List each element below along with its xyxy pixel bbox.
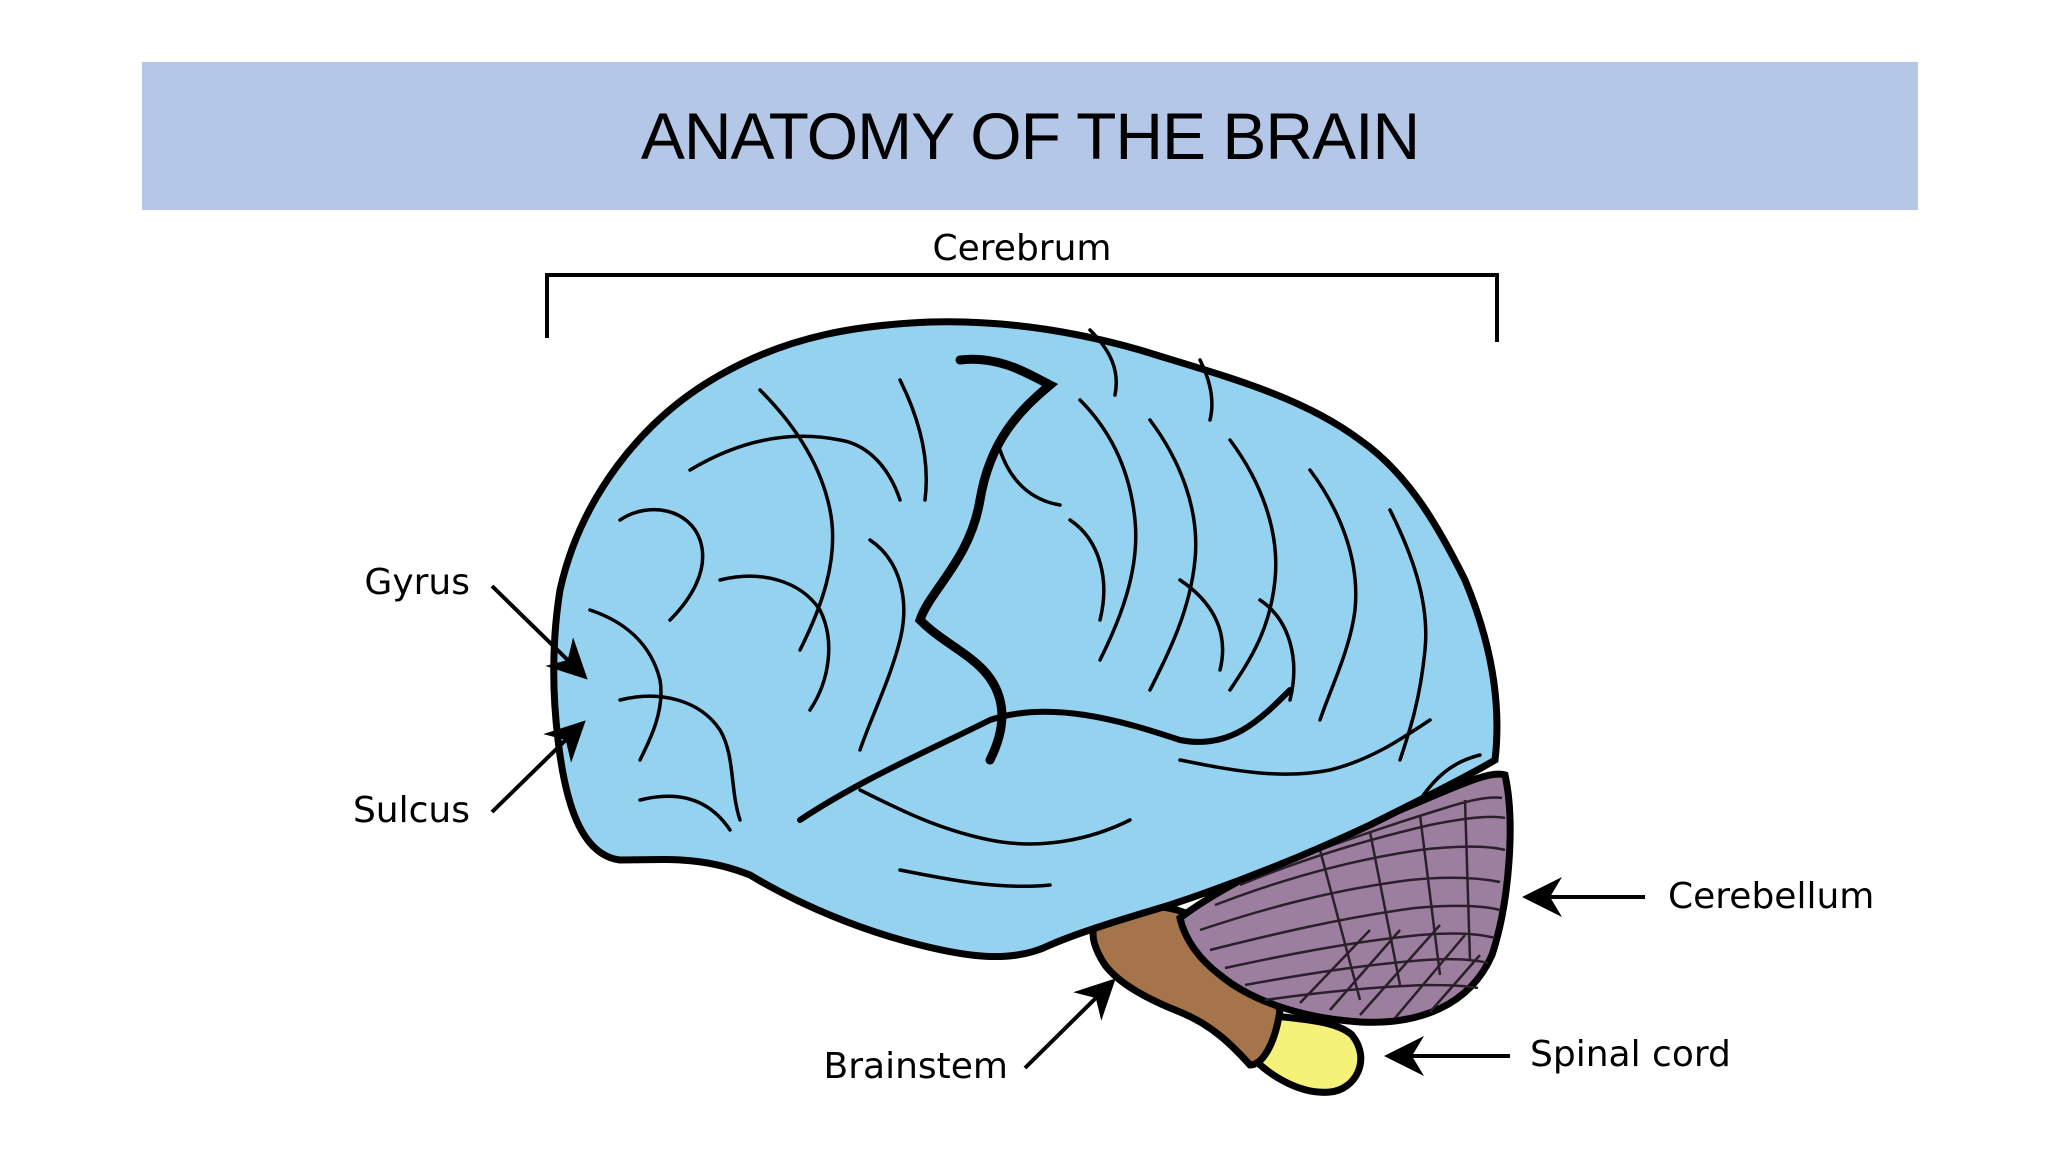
spinal-cord-label: Spinal cord <box>1530 1034 1731 1075</box>
title-banner: ANATOMY OF THE BRAIN <box>142 62 1918 210</box>
sulcus-arrow <box>490 720 586 814</box>
cerebrum <box>550 318 1501 961</box>
page-title: ANATOMY OF THE BRAIN <box>640 99 1420 173</box>
cerebellum-label: Cerebellum <box>1668 876 1874 917</box>
gyrus-label: Gyrus <box>364 562 470 603</box>
cerebrum-label: Cerebrum <box>933 228 1112 269</box>
gyrus-arrow <box>490 584 588 680</box>
cerebrum-bracket <box>545 273 1499 342</box>
brainstem-arrow <box>1023 978 1116 1070</box>
brainstem-label: Brainstem <box>824 1046 1008 1087</box>
cerebrum-sulci <box>588 328 1482 889</box>
sulcus-label: Sulcus <box>353 790 470 831</box>
cerebellum-folia <box>1199 796 1506 1019</box>
